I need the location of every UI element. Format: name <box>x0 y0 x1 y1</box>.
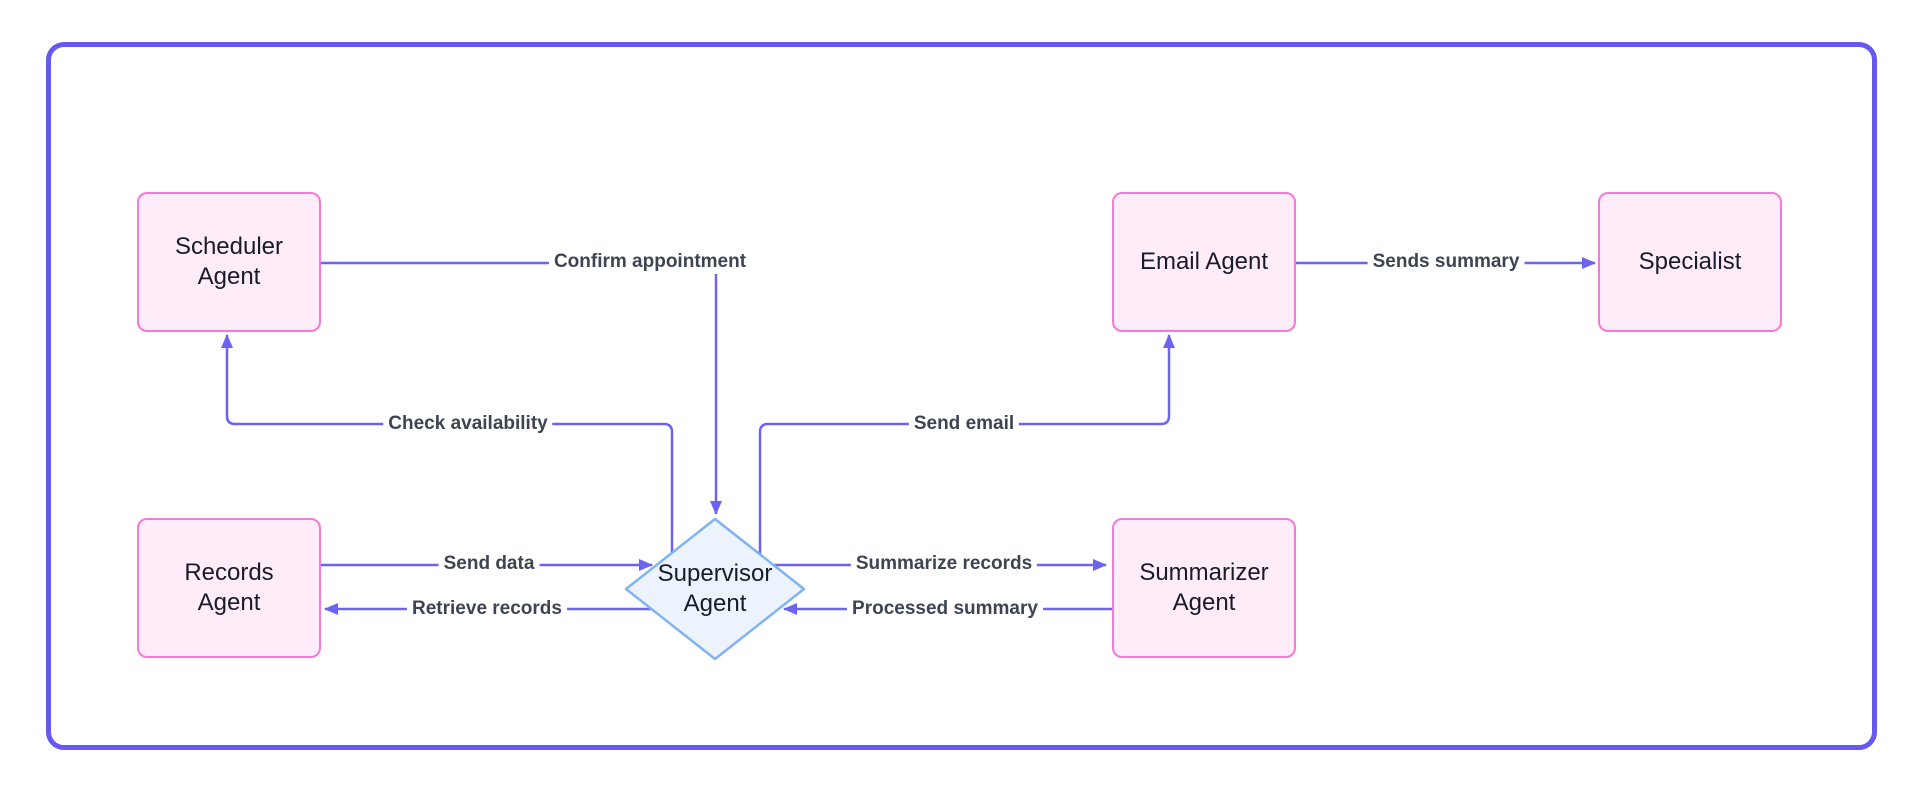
canvas-frame-border <box>46 42 1877 750</box>
node-label: Scheduler Agent <box>174 233 284 290</box>
edge-label-retrieve-records: Retrieve records <box>407 597 567 621</box>
edge-label-send-email: Send email <box>908 412 1020 436</box>
node-scheduler-agent[interactable]: Scheduler Agent <box>137 192 321 332</box>
node-supervisor-agent[interactable] <box>624 517 806 661</box>
edge-send-email <box>758 334 1175 554</box>
edge-label-sends-summary: Sends summary <box>1367 250 1525 274</box>
edge-label-check-availability: Check availability <box>383 412 553 436</box>
node-label: Records Agent <box>184 559 274 616</box>
node-records-agent[interactable]: Records Agent <box>137 518 321 658</box>
node-specialist[interactable]: Specialist <box>1598 192 1782 332</box>
node-label: Summarizer Agent <box>1139 559 1269 616</box>
node-email-agent[interactable]: Email Agent <box>1112 192 1296 332</box>
edge-label-processed-summary: Processed summary <box>847 597 1043 621</box>
edge-confirm-appointment <box>320 261 722 515</box>
node-label: Email Agent <box>1139 248 1269 275</box>
node-label: Specialist <box>1638 248 1742 275</box>
edge-label-summarize-records: Summarize records <box>850 552 1038 576</box>
edge-label-send-data: Send data <box>438 552 540 576</box>
edge-label-confirm-appointment: Confirm appointment <box>548 250 752 274</box>
node-summarizer-agent[interactable]: Summarizer Agent <box>1112 518 1296 658</box>
